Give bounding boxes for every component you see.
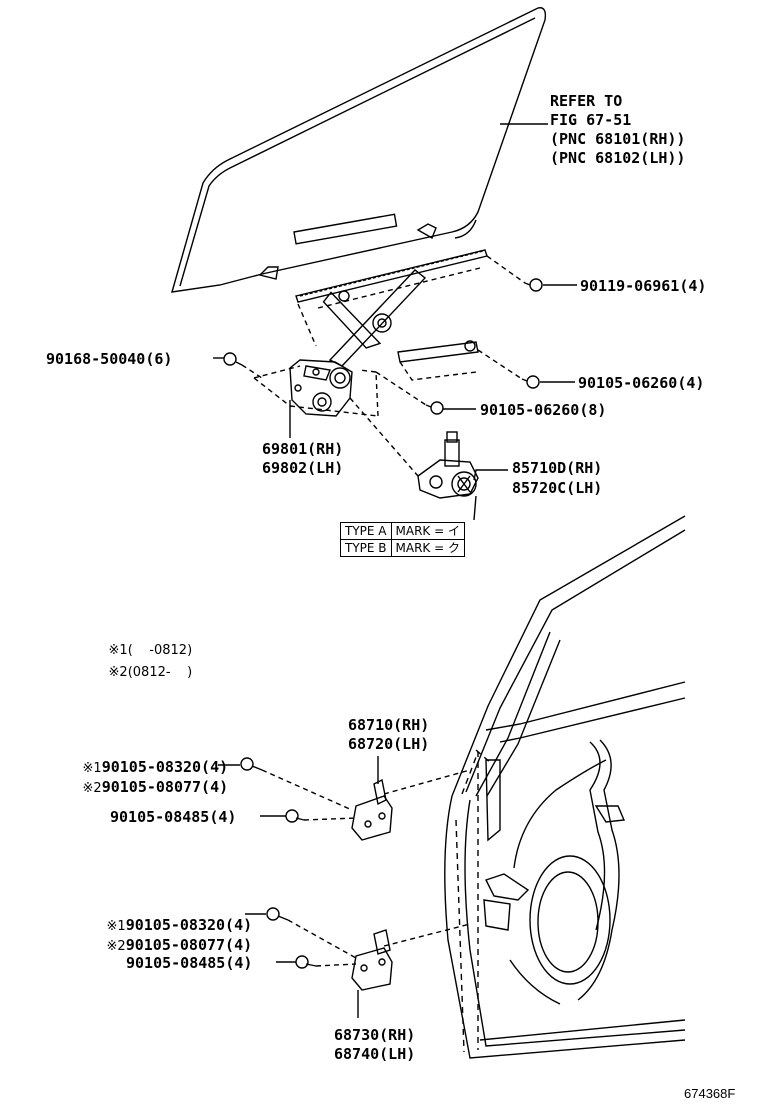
part-label-upper-bolt-1[interactable]: 90105-08320(4) bbox=[101, 758, 229, 776]
part-label-lower-bolt-1[interactable]: 90105-08320(4) bbox=[125, 916, 253, 934]
lower-hinge-bolt-b bbox=[295, 955, 317, 969]
bolt-90105-06260-8 bbox=[425, 401, 444, 415]
part-label-motor-lh[interactable]: 85720C(LH) bbox=[512, 479, 603, 497]
window-motor bbox=[417, 431, 479, 499]
upper-bolt-row-2: ※290105-08077(4) bbox=[44, 758, 229, 816]
part-label-90105-06260-4[interactable]: 90105-06260(4) bbox=[578, 374, 705, 392]
diagram-code: 674368F bbox=[684, 1086, 736, 1101]
lower-hinge-bolt-a bbox=[266, 907, 289, 921]
upper-dashed-leaders bbox=[241, 255, 526, 477]
door-inner-dashed bbox=[455, 749, 493, 1053]
part-label-regulator-rh[interactable]: 69801(RH) bbox=[262, 440, 344, 458]
bolt-90119 bbox=[524, 278, 543, 292]
regulator-dashed-box bbox=[253, 303, 477, 417]
part-label-lower-bolt-2[interactable]: 90105-08077(4) bbox=[125, 936, 253, 954]
part-label-90168[interactable]: 90168-50040(6) bbox=[46, 350, 173, 368]
part-label-motor-rh[interactable]: 85710D(RH) bbox=[512, 459, 603, 477]
part-label-regulator-lh[interactable]: 69802(LH) bbox=[262, 459, 344, 477]
door-shell bbox=[444, 515, 686, 1059]
part-label-upper-bolt-3[interactable]: 90105-08485(4) bbox=[110, 808, 237, 826]
door-glass bbox=[171, 7, 547, 293]
refer-line-4: (PNC 68102(LH)) bbox=[550, 149, 686, 167]
part-label-90119[interactable]: 90119-06961(4) bbox=[580, 277, 707, 295]
note-2-text: (0812- ) bbox=[127, 665, 193, 680]
type-b-mark: MARK = ク bbox=[390, 539, 466, 557]
upper-bolt-row-1: ※190105-08320(4) bbox=[44, 738, 229, 796]
regulator-rail bbox=[295, 249, 488, 309]
refer-line-1: REFER TO bbox=[550, 92, 623, 110]
hinge-dashed-leaders bbox=[261, 769, 471, 967]
upper-bolt-1-mark: ※1 bbox=[82, 761, 102, 776]
part-label-hinge-lower-lh[interactable]: 68740(LH) bbox=[334, 1045, 416, 1063]
note-1: ※1( -0812) bbox=[92, 627, 193, 675]
note-2-mark: ※2 bbox=[108, 665, 128, 680]
lower-bolt-row-2: ※290105-08077(4) bbox=[68, 916, 253, 974]
part-label-90105-06260-8[interactable]: 90105-06260(8) bbox=[480, 401, 607, 419]
upper-hinge-bolt-b bbox=[285, 809, 305, 823]
motor-type-table: TYPE A MARK = イ TYPE B MARK = ク bbox=[340, 522, 466, 557]
type-row-b: TYPE B MARK = ク bbox=[340, 539, 466, 557]
upper-hinge bbox=[351, 756, 393, 841]
regulator-plate bbox=[289, 359, 353, 417]
part-label-upper-bolt-2[interactable]: 90105-08077(4) bbox=[101, 778, 229, 796]
type-a-label: TYPE A bbox=[340, 522, 392, 540]
note-2: ※2(0812- ) bbox=[92, 649, 193, 697]
lower-bolt-row-1: ※190105-08320(4) bbox=[68, 896, 253, 954]
part-label-hinge-upper-rh[interactable]: 68710(RH) bbox=[348, 716, 430, 734]
lower-bolt-1-mark: ※1 bbox=[106, 919, 126, 934]
refer-line-3: (PNC 68101(RH)) bbox=[550, 130, 686, 148]
bolt-90168 bbox=[223, 352, 243, 366]
type-a-mark: MARK = イ bbox=[390, 522, 466, 540]
type-b-label: TYPE B bbox=[340, 539, 392, 557]
part-label-hinge-lower-rh[interactable]: 68730(RH) bbox=[334, 1026, 416, 1044]
upper-hinge-bolt-a bbox=[240, 757, 263, 771]
note-1-mark: ※1 bbox=[108, 643, 128, 658]
refer-line-2: FIG 67-51 bbox=[550, 111, 632, 129]
note-1-text: ( -0812) bbox=[127, 643, 193, 658]
hinge-leaders bbox=[218, 764, 296, 963]
glass-channel bbox=[258, 213, 437, 280]
part-label-lower-bolt-3[interactable]: 90105-08485(4) bbox=[126, 954, 253, 972]
part-label-hinge-upper-lh[interactable]: 68720(LH) bbox=[348, 735, 430, 753]
lower-hinge bbox=[351, 929, 393, 1018]
upper-bolt-2-mark: ※2 bbox=[82, 781, 102, 796]
bolt-90105-06260-4 bbox=[521, 375, 540, 389]
upper-leaders bbox=[213, 123, 577, 521]
type-row-a: TYPE A MARK = イ bbox=[340, 522, 466, 540]
lower-bolt-2-mark: ※2 bbox=[106, 939, 126, 954]
